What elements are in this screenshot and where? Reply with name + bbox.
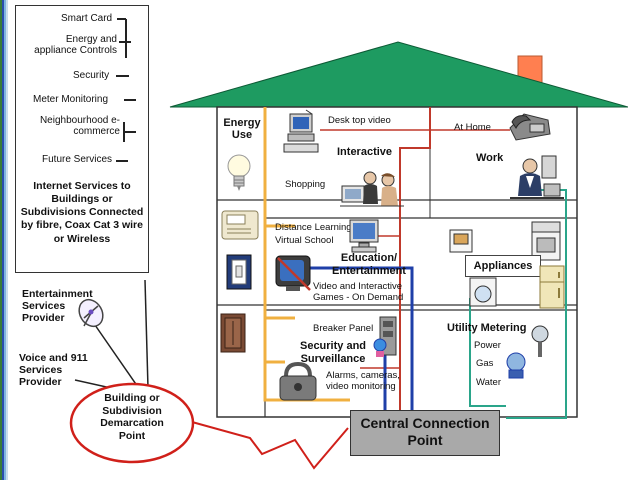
desktop-video-label: Desk top video xyxy=(328,115,391,126)
video-games-label: Video and Interactive Games - On Demand xyxy=(313,281,404,304)
work-label: Work xyxy=(476,152,504,164)
left-color-strip xyxy=(0,0,8,480)
security-label: Security and Surveillance xyxy=(299,340,367,365)
appliances-label: Appliances xyxy=(473,260,533,272)
light-switch-icon xyxy=(226,254,252,290)
thermostat-icon xyxy=(221,210,259,240)
light-bulb-icon xyxy=(227,154,251,191)
blender-icon xyxy=(449,229,473,253)
distance-learning-label: Distance Learning xyxy=(275,222,352,233)
red-wire xyxy=(399,107,431,420)
service-meter-monitoring: Meter Monitoring xyxy=(33,94,109,105)
people-shopping-icon xyxy=(340,171,404,207)
interactive-label: Interactive xyxy=(337,146,393,158)
blue-wire xyxy=(300,266,414,420)
service-smart-card: Smart Card xyxy=(61,13,113,24)
demarcation-ellipse xyxy=(69,382,195,464)
breaker-panel-label: Breaker Panel xyxy=(313,323,374,334)
education-label: Education/ Entertainment xyxy=(332,252,406,277)
water-meter-icon xyxy=(506,352,526,379)
water-label: Water xyxy=(476,377,501,388)
service-security: Security xyxy=(73,70,110,81)
meter-icon xyxy=(531,325,549,357)
office-phone-icon xyxy=(509,113,551,141)
washing-machine-icon xyxy=(469,277,497,307)
zigzag-link xyxy=(191,421,349,470)
service-neighbourhood-ecommerce: Neighbourhood e-commerce xyxy=(39,115,120,137)
central-connection-point: Central Connection Point xyxy=(350,410,500,456)
utility-metering-label: Utility Metering xyxy=(447,322,527,334)
breaker-panel-icon xyxy=(373,316,397,357)
entertainment-provider-label: Entertainment Services Provider xyxy=(22,288,93,325)
energy-use-label: Energy Use xyxy=(223,117,261,142)
roof xyxy=(169,41,628,108)
service-energy-controls: Energy and appliance Controls xyxy=(34,34,117,56)
bracket-lines xyxy=(116,18,136,162)
voice-provider-label: Voice and 911 Services Provider xyxy=(19,352,88,389)
teal-wire xyxy=(506,189,567,419)
internet-services-note: Internet Services to Buildings or Subdiv… xyxy=(20,180,144,245)
satellite-dish-icon xyxy=(78,298,104,328)
television-icon xyxy=(275,255,311,291)
services-panel: Smart Card Energy and appliance Controls… xyxy=(15,5,149,273)
energy-wire xyxy=(263,107,350,402)
electrical-panel-icon xyxy=(220,313,246,353)
appliances-box: Appliances xyxy=(465,255,541,277)
alarms-label: Alarms, cameras, video monitoring xyxy=(326,370,400,393)
refrigerator-icon xyxy=(539,265,565,309)
virtual-school-label: Virtual School xyxy=(275,235,334,246)
padlock-camera-icon xyxy=(279,362,317,401)
businessman-icon xyxy=(510,155,564,199)
shopping-label: Shopping xyxy=(285,179,326,190)
demarcation-label: Building or Subdivision Demarcation Poin… xyxy=(100,392,164,442)
gas-label: Gas xyxy=(476,358,494,369)
monitor-icon xyxy=(349,219,379,253)
at-home-label: At Home xyxy=(454,122,491,133)
desktop-computer-icon xyxy=(283,109,319,153)
power-label: Power xyxy=(474,340,501,351)
central-connection-label: Central Connection Point xyxy=(360,415,490,448)
service-future: Future Services xyxy=(42,154,113,165)
